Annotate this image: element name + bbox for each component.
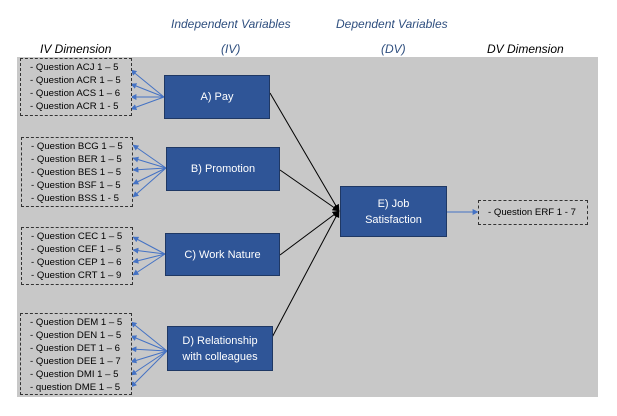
arrow-det [130, 346, 168, 353]
iv-to-dv-arrows [267, 92, 340, 346]
node-label-line1: E) Job [377, 197, 410, 210]
question-item: - Question BSS 1 - 5 [31, 193, 119, 204]
arrow-dme [130, 350, 168, 388]
question-list-work-nature: - Question CEC 1 – 5 - Question CEF 1 – … [21, 227, 133, 285]
question-item: - Question DEM 1 – 5 [30, 317, 123, 328]
node-work-nature: C) Work Nature [165, 233, 280, 276]
question-item: - Question CEF 1 – 5 [31, 244, 122, 255]
pay-arrows [130, 69, 165, 110]
node-label-line1: D) Relationship [182, 334, 258, 347]
question-item: - question DME 1 – 5 [30, 382, 121, 393]
question-item: - Question ACS 1 – 6 [30, 88, 121, 99]
arrow-dem [130, 321, 168, 352]
arrow-ber [132, 156, 167, 169]
arrow-bss [132, 167, 167, 198]
arrow-work-to-dv [279, 210, 340, 256]
dv-dimension-label: DV Dimension [487, 42, 564, 56]
arrow-cep [132, 253, 166, 264]
arrow-bsf [132, 167, 167, 185]
question-item: - Question ERF 1 - 7 [488, 207, 576, 218]
node-pay: A) Pay [164, 75, 270, 119]
question-list-relationship: - Question DEM 1 – 5 - Question DEN 1 – … [20, 313, 132, 395]
question-item: - Question DEN 1 – 5 [30, 330, 122, 341]
arrow-promotion-to-dv [279, 169, 340, 212]
question-item: - Question DEE 1 – 7 [30, 356, 121, 367]
arrow-acr2 [130, 96, 165, 110]
arrow-acj [130, 69, 165, 98]
arrow-den [130, 335, 168, 352]
arrow-acr [130, 83, 165, 98]
node-promotion: B) Promotion [166, 147, 280, 191]
question-item: - Question CEC 1 – 5 [31, 231, 123, 242]
arrow-dee [130, 350, 168, 364]
iv-abbr: (IV) [221, 42, 241, 56]
question-item: - Question ACJ 1 – 5 [30, 62, 119, 73]
arrow-bes [132, 166, 167, 173]
node-job-satisfaction: E) Job Satisfaction [340, 186, 447, 237]
node-label-line2: Satisfaction [365, 213, 422, 226]
arrow-cef [132, 247, 166, 255]
question-item: - Question CRT 1 – 9 [31, 270, 122, 281]
node-label: B) Promotion [190, 163, 256, 175]
work-nature-arrows [132, 236, 166, 276]
question-list-promotion: - Question BCG 1 – 5 - Question BER 1 – … [21, 137, 133, 207]
question-item: - Question BCG 1 – 5 [31, 141, 123, 152]
arrow-crt [132, 253, 166, 276]
node-relationship: D) Relationship with colleagues [167, 326, 273, 371]
question-item: - Question BES 1 – 5 [31, 167, 122, 178]
dv-title: Dependent Variables [336, 17, 448, 31]
relationship-arrows [130, 321, 168, 388]
question-item: - Question BER 1 – 5 [31, 154, 122, 165]
question-item: - Question ACR 1 – 5 [30, 75, 121, 86]
question-item: - Question ACR 1 - 5 [30, 101, 119, 112]
arrow-relationship-to-dv [267, 210, 340, 346]
question-list-dv: - Question ERF 1 - 7 [478, 200, 588, 225]
dv-abbr: (DV) [381, 42, 406, 56]
node-label-line2: with colleagues [182, 350, 258, 363]
question-item: - Question DET 1 – 6 [30, 343, 120, 354]
arrow-pay-to-dv [269, 92, 340, 212]
arrow-cec [132, 236, 166, 255]
question-item: - Question DMI 1 – 5 [30, 369, 119, 380]
arrow-bcg [132, 144, 167, 169]
node-label: A) Pay [200, 91, 234, 103]
iv-dimension-label: IV Dimension [40, 42, 112, 56]
question-list-pay: - Question ACJ 1 – 5 - Question ACR 1 – … [20, 58, 132, 116]
promotion-arrows [132, 144, 167, 198]
question-item: - Question BSF 1 – 5 [31, 180, 121, 191]
arrow-dmi [130, 350, 168, 376]
iv-title: Independent Variables [171, 17, 291, 31]
question-item: - Question CEP 1 – 6 [31, 257, 122, 268]
node-label: C) Work Nature [184, 248, 261, 261]
